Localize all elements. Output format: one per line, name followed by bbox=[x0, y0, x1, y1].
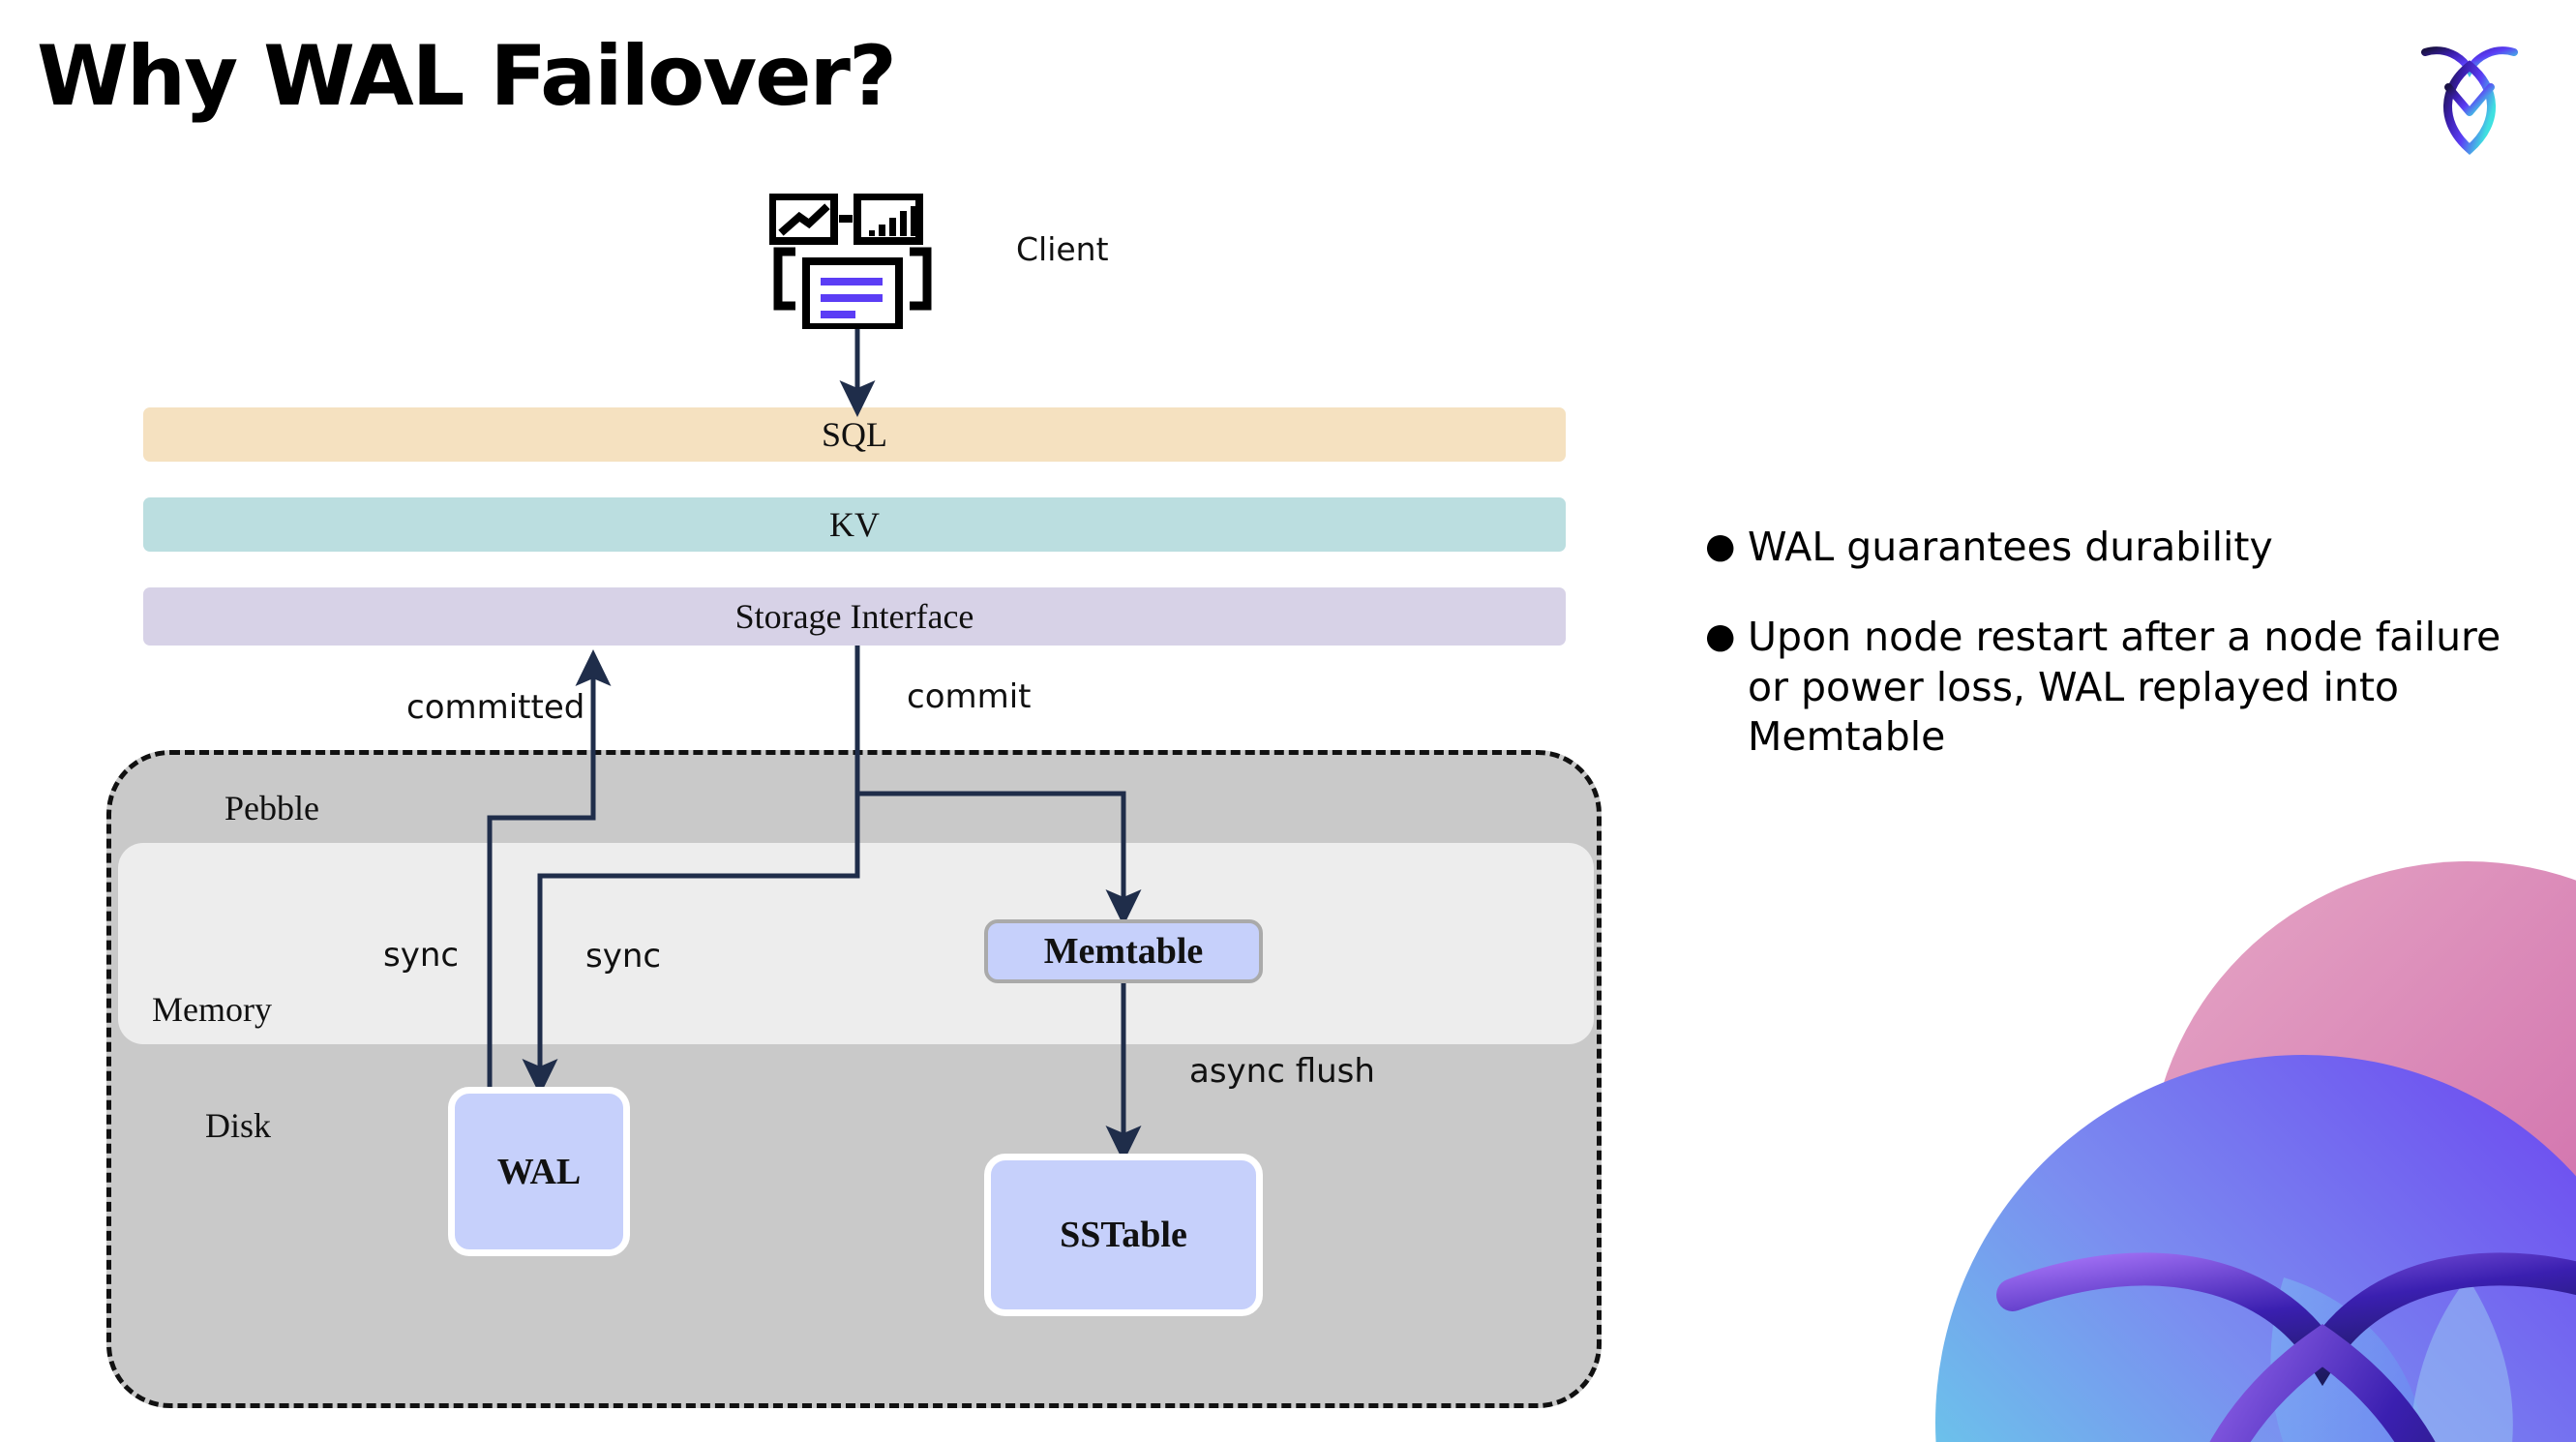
cockroach-leaf-logo-icon bbox=[2408, 27, 2531, 155]
client-dashboard-icon bbox=[768, 193, 936, 331]
bullet-list: ● WAL guarantees durability ● Upon node … bbox=[1705, 523, 2508, 802]
layer-bar-kv: KV bbox=[143, 497, 1566, 552]
client-group: Client bbox=[768, 193, 1109, 331]
edge-label-async-flush: async flush bbox=[1189, 1052, 1375, 1091]
edge-label-sync-right: sync bbox=[585, 937, 662, 976]
edge-label-sync-left: sync bbox=[383, 936, 460, 975]
page-title: Why WAL Failover? bbox=[37, 28, 897, 125]
bullet-marker-icon: ● bbox=[1705, 616, 1736, 657]
memory-region bbox=[118, 843, 1594, 1044]
bullet-text: WAL guarantees durability bbox=[1748, 524, 2273, 570]
layer-bar-sql-label: SQL bbox=[821, 415, 887, 454]
gradient-leaf-mark-icon bbox=[1868, 861, 2576, 1442]
node-sstable: SSTable bbox=[984, 1154, 1263, 1316]
layer-bar-kv-label: KV bbox=[829, 505, 880, 544]
node-memtable: Memtable bbox=[984, 919, 1263, 983]
client-label: Client bbox=[1016, 230, 1109, 268]
pebble-label: Pebble bbox=[225, 789, 319, 827]
layer-bar-storage-interface-label: Storage Interface bbox=[734, 597, 974, 636]
node-sstable-label: SSTable bbox=[1060, 1215, 1187, 1255]
edge-label-commit: commit bbox=[907, 677, 1032, 716]
node-memtable-label: Memtable bbox=[1043, 931, 1204, 972]
disk-label: Disk bbox=[205, 1106, 272, 1145]
layer-bar-storage-interface: Storage Interface bbox=[143, 587, 1566, 646]
list-item: ● WAL guarantees durability bbox=[1705, 523, 2508, 572]
bullet-marker-icon: ● bbox=[1705, 526, 1736, 566]
memory-label: Memory bbox=[152, 990, 272, 1029]
list-item: ● Upon node restart after a node failure… bbox=[1705, 613, 2508, 762]
bullet-text: Upon node restart after a node failure o… bbox=[1748, 614, 2501, 760]
node-wal-label: WAL bbox=[496, 1151, 582, 1192]
layer-bar-sql: SQL bbox=[143, 407, 1566, 462]
node-wal: WAL bbox=[448, 1087, 630, 1256]
edge-label-committed: committed bbox=[406, 688, 585, 727]
